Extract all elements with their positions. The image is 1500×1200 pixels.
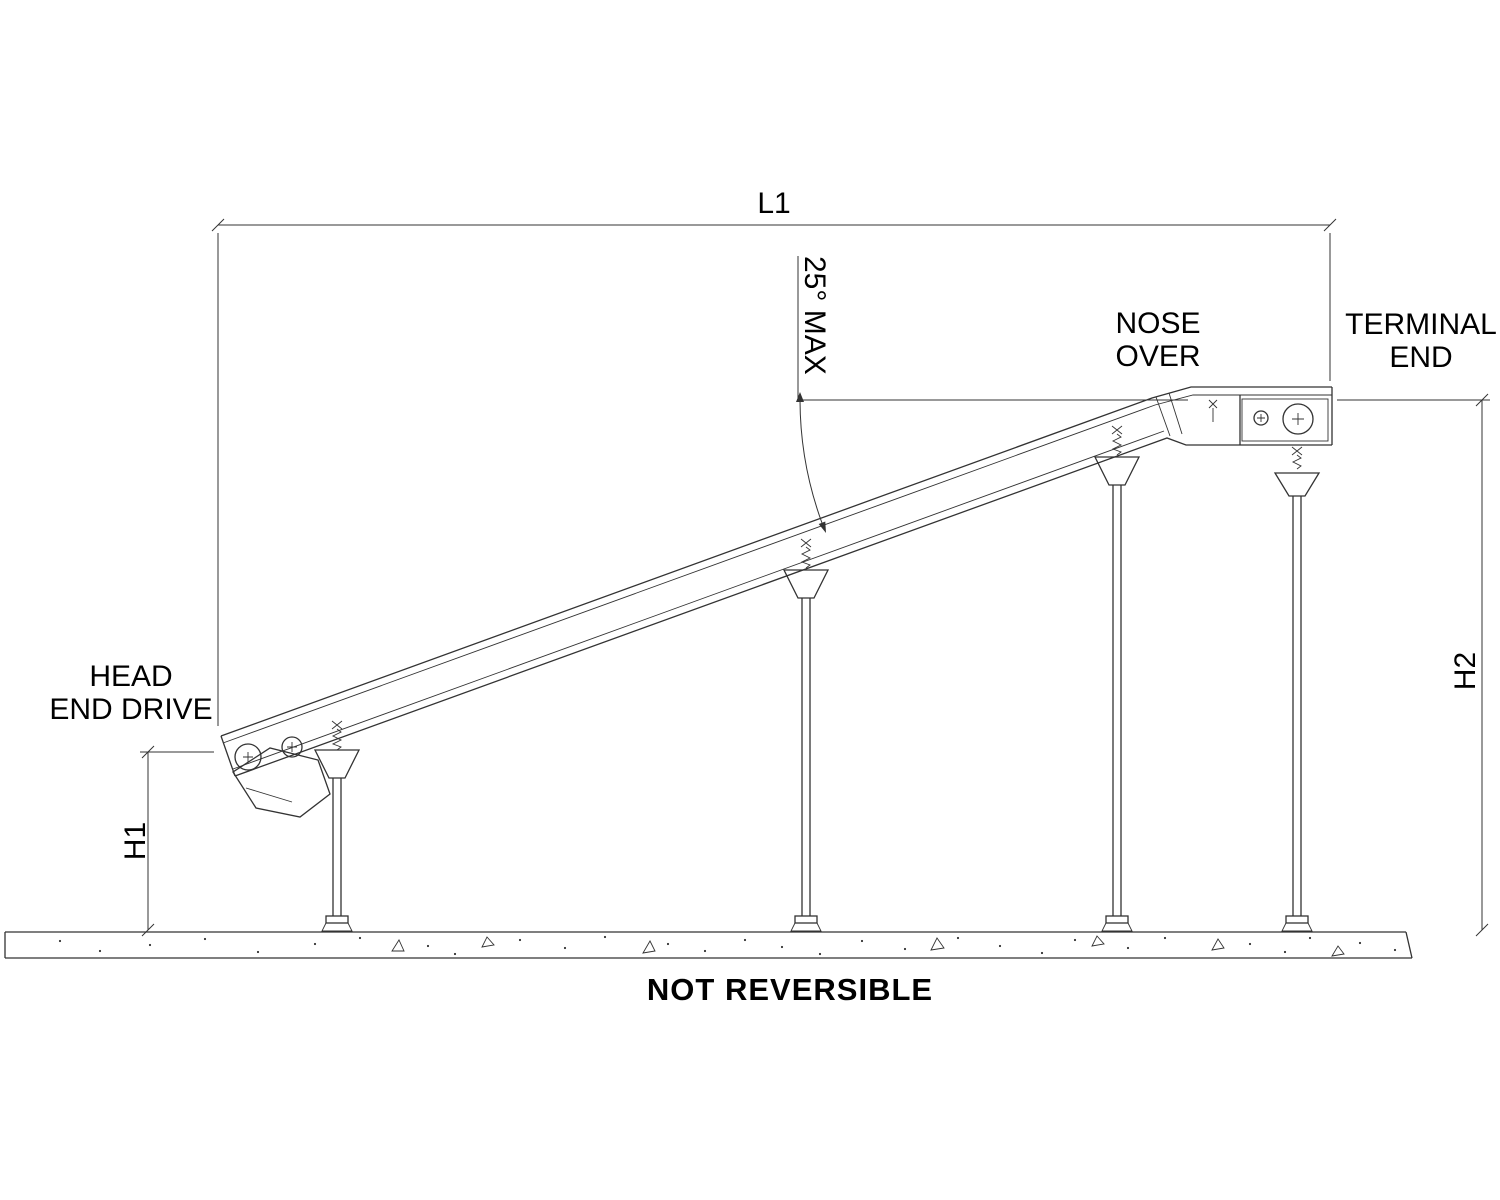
nose-over-label: NOSE OVER bbox=[1115, 307, 1200, 373]
nose-over-label-line2: OVER bbox=[1115, 340, 1200, 373]
terminal-end-label-line2: END bbox=[1389, 341, 1452, 374]
support-leg bbox=[1273, 446, 1321, 932]
support-leg bbox=[782, 538, 830, 932]
h1-label: H1 bbox=[119, 822, 152, 860]
h2-label: H2 bbox=[1449, 652, 1482, 690]
support-leg bbox=[313, 720, 361, 932]
support-leg bbox=[1093, 425, 1141, 932]
nose-over-label-line1: NOSE bbox=[1115, 307, 1200, 340]
nose-over-joint bbox=[1155, 392, 1183, 437]
terminal-end-label-line1: TERMINAL bbox=[1345, 308, 1497, 341]
head-end-drive-label-line1: HEAD bbox=[89, 660, 172, 693]
head-end-drive-label: HEAD END DRIVE bbox=[49, 660, 212, 726]
angle-max-label: 25° MAX bbox=[798, 256, 831, 375]
dimension-h1: H1 bbox=[119, 745, 214, 937]
dimension-h2: H2 bbox=[1337, 393, 1490, 937]
conveyor-frame bbox=[220, 386, 1333, 777]
dimension-l1: L1 bbox=[211, 187, 1337, 726]
terminal-screw bbox=[1208, 399, 1218, 422]
ground bbox=[4, 931, 1413, 959]
terminal-end-assembly bbox=[1208, 395, 1329, 445]
l1-label: L1 bbox=[757, 187, 790, 220]
not-reversible-label: NOT REVERSIBLE bbox=[647, 972, 933, 1007]
angle-annotation: 25° MAX bbox=[796, 256, 1188, 533]
head-end-drive-assembly bbox=[232, 736, 331, 818]
ground-texture bbox=[58, 935, 1397, 957]
terminal-end-label: TERMINAL END bbox=[1345, 308, 1497, 374]
head-end-drive-label-line2: END DRIVE bbox=[49, 693, 212, 726]
